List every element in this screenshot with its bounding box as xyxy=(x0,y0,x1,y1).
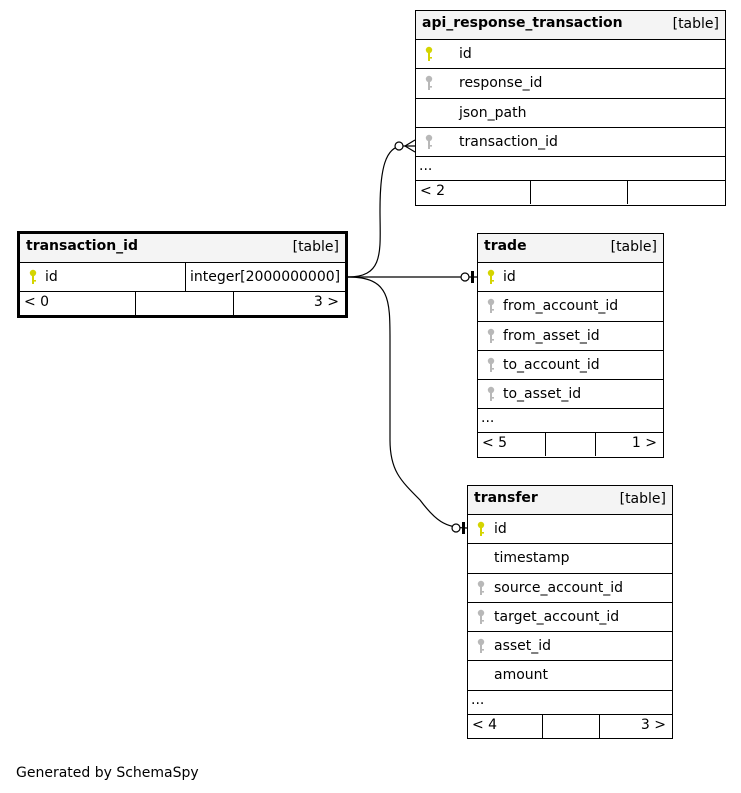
nav-divider xyxy=(542,714,543,738)
column-row[interactable]: response_id xyxy=(416,69,725,99)
more-columns-row[interactable]: ... xyxy=(468,691,672,715)
column-row[interactable]: json_path xyxy=(416,99,725,128)
nav-divider xyxy=(545,433,546,457)
column-row[interactable]: to_account_id xyxy=(478,351,663,381)
table-name: trade xyxy=(484,238,527,254)
generated-by-footer: Generated by SchemaSpy xyxy=(16,765,199,781)
parents-count-link[interactable]: < 5 xyxy=(482,435,508,452)
column-name: from_account_id xyxy=(503,298,619,315)
nav-divider xyxy=(530,181,531,205)
edge-api-response-transaction xyxy=(347,145,415,278)
table-header: transfer [table] xyxy=(468,486,672,515)
column-name: id xyxy=(494,521,507,537)
table-nav: < 4 3 > xyxy=(468,714,672,738)
column-name: id xyxy=(459,46,472,62)
primary-key-icon xyxy=(486,269,496,287)
foreign-key-icon xyxy=(486,298,496,316)
table-kind: [table] xyxy=(619,491,666,507)
column-row[interactable]: source_account_id xyxy=(468,574,672,603)
nav-divider xyxy=(233,292,234,316)
column-type: integer[2000000000] xyxy=(185,263,345,292)
parents-count-link[interactable]: < 4 xyxy=(472,716,498,733)
column-row[interactable]: target_account_id xyxy=(468,603,672,633)
column-name: to_account_id xyxy=(503,356,600,373)
edge-transfer xyxy=(347,276,468,529)
table-transaction-id[interactable]: transaction_id [table] id integer[200000… xyxy=(17,231,348,318)
table-nav: < 2 xyxy=(416,181,725,205)
more-columns-row[interactable]: ... xyxy=(478,409,663,434)
more-columns-row[interactable]: ... xyxy=(416,157,725,182)
column-row[interactable]: id integer[2000000000] xyxy=(20,263,345,293)
table-nav: < 0 3 > xyxy=(20,292,345,316)
table-name: transaction_id xyxy=(26,238,138,254)
table-kind: [table] xyxy=(672,16,719,32)
foreign-key-icon xyxy=(424,75,434,93)
parents-count-link[interactable]: < 2 xyxy=(420,183,446,200)
column-name: target_account_id xyxy=(494,608,620,625)
column-row[interactable]: id xyxy=(478,263,663,293)
edge-trade-zero xyxy=(460,272,470,282)
table-kind: [table] xyxy=(610,239,657,255)
foreign-key-icon xyxy=(486,357,496,375)
table-nav: < 5 1 > xyxy=(478,433,663,457)
column-row[interactable]: id xyxy=(416,40,725,70)
table-name: api_response_transaction xyxy=(422,15,623,31)
column-name: response_id xyxy=(459,75,543,92)
foreign-key-icon xyxy=(476,580,486,598)
foreign-key-icon xyxy=(476,609,486,627)
nav-divider xyxy=(627,181,628,205)
table-kind: [table] xyxy=(292,239,339,255)
table-trade[interactable]: trade [table] id from_account_id from_as… xyxy=(477,233,664,458)
column-row[interactable]: timestamp xyxy=(468,544,672,574)
nav-divider xyxy=(595,433,596,457)
column-name: asset_id xyxy=(494,638,552,655)
table-header: transaction_id [table] xyxy=(20,234,345,263)
edge-api-response-transaction-crowfoot xyxy=(404,139,416,153)
primary-key-icon xyxy=(28,269,38,287)
table-name: transfer xyxy=(474,490,538,506)
foreign-key-icon xyxy=(424,134,434,152)
nav-divider xyxy=(135,292,136,316)
parents-count-link[interactable]: < 0 xyxy=(24,294,50,311)
more-columns: ... xyxy=(471,691,485,708)
column-name: json_path xyxy=(459,104,527,121)
edge-api-response-transaction-zero xyxy=(394,141,404,151)
more-columns: ... xyxy=(481,410,495,427)
nav-divider xyxy=(599,714,600,738)
table-header: trade [table] xyxy=(478,234,663,263)
foreign-key-icon xyxy=(476,638,486,656)
column-name: timestamp xyxy=(494,550,570,567)
column-row[interactable]: from_asset_id xyxy=(478,322,663,351)
column-name: amount xyxy=(494,667,549,684)
column-row[interactable]: transaction_id xyxy=(416,128,725,158)
column-row[interactable]: asset_id xyxy=(468,632,672,662)
children-count-link[interactable]: 3 > xyxy=(640,716,666,733)
column-name: to_asset_id xyxy=(503,386,582,403)
column-row[interactable]: id xyxy=(468,515,672,545)
foreign-key-icon xyxy=(486,386,496,404)
primary-key-icon xyxy=(424,46,434,64)
column-name: id xyxy=(45,269,58,285)
column-name: id xyxy=(503,269,516,285)
foreign-key-icon xyxy=(486,328,496,346)
column-name: from_asset_id xyxy=(503,327,600,344)
primary-key-icon xyxy=(476,521,486,539)
children-count-link[interactable]: 1 > xyxy=(631,435,657,452)
table-transfer[interactable]: transfer [table] id timestamp source_acc… xyxy=(467,485,673,739)
column-row[interactable]: to_asset_id xyxy=(478,380,663,410)
column-name: transaction_id xyxy=(459,133,558,150)
column-row[interactable]: from_account_id xyxy=(478,292,663,322)
column-row[interactable]: amount xyxy=(468,661,672,691)
column-name: source_account_id xyxy=(494,579,624,596)
table-api-response-transaction[interactable]: api_response_transaction [table] id resp… xyxy=(415,10,726,206)
more-columns: ... xyxy=(419,158,433,175)
table-header: api_response_transaction [table] xyxy=(416,11,725,40)
children-count-link[interactable]: 3 > xyxy=(313,294,339,311)
edge-transfer-zero xyxy=(451,523,461,533)
edge-transfer-one xyxy=(462,522,465,534)
edge-trade-one xyxy=(471,271,474,283)
